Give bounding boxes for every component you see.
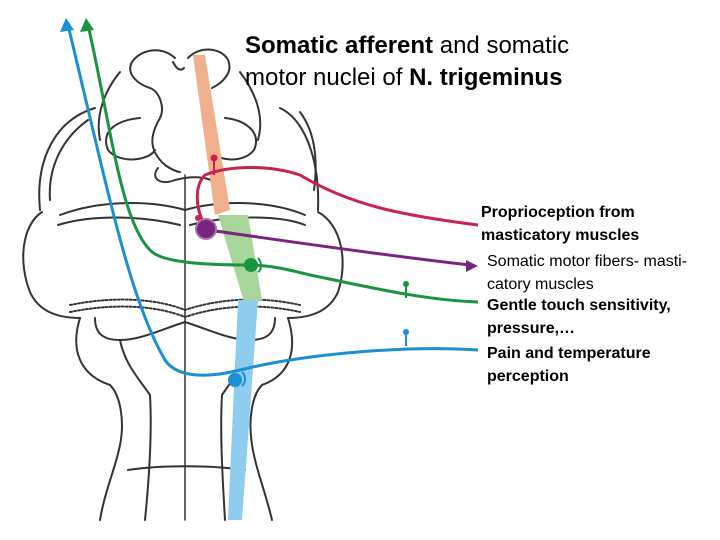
- ascending-tract: [193, 55, 230, 215]
- pain-label-line-1: Pain and temperature: [487, 345, 651, 362]
- title-part-1: Somatic afferent: [245, 32, 434, 59]
- motor-label-line-2: catory muscles: [487, 276, 594, 293]
- touch-label: Gentle touch sensitivity, pressure,…: [487, 294, 717, 340]
- touch-label-line-2: pressure,…: [487, 320, 576, 337]
- spinal-nucleus: [228, 300, 258, 520]
- pain-pathway: [60, 18, 479, 387]
- motor-pathway: [195, 218, 478, 272]
- title-part-2: and somatic: [433, 32, 570, 59]
- brainstem-outline: [22, 48, 344, 521]
- touch-label-line-1: Gentle touch sensitivity,: [487, 297, 671, 314]
- proprioception-label: Proprioception from masticatory muscles: [481, 201, 711, 247]
- diagram-title: Somatic afferent and somatic motor nucle…: [245, 30, 685, 94]
- proprioception-label-line-1: Proprioception from: [481, 204, 635, 221]
- pain-label-line-2: perception: [487, 368, 569, 385]
- proprioception-pathway: [195, 154, 479, 227]
- motor-label-line-1: Somatic motor fibers- masti-: [487, 253, 688, 270]
- proprioception-label-line-2: masticatory muscles: [481, 227, 640, 244]
- title-part-4: N. trigeminus: [409, 64, 563, 91]
- pain-label: Pain and temperature perception: [487, 342, 717, 388]
- touch-pathway: [80, 18, 479, 304]
- motor-label: Somatic motor fibers- masti- catory musc…: [487, 250, 717, 296]
- title-part-3: motor nuclei of: [245, 64, 410, 91]
